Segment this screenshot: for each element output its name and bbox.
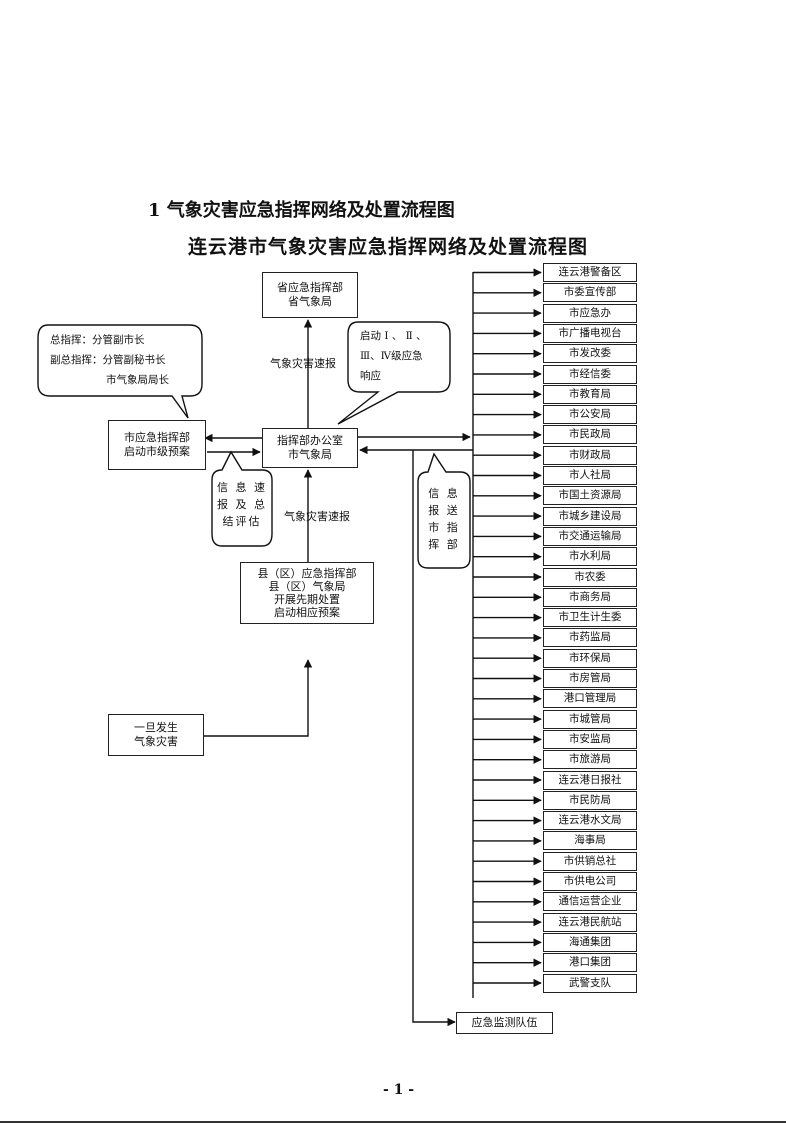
response-line1: 启动 Ⅰ 、 Ⅱ 、 — [360, 330, 427, 342]
disaster-box: 一旦发生 气象灾害 — [108, 714, 204, 756]
county-hq-box: 县（区）应急指挥部 县（区）气象局 开展先期处置 启动相应预案 — [240, 562, 374, 624]
response-line2: Ⅲ、Ⅳ级应急 — [360, 350, 423, 362]
department-box: 市交通运输局 — [543, 526, 637, 546]
department-box: 市国土资源局 — [543, 486, 637, 506]
info-send-line2: 报 送 — [428, 504, 460, 517]
disaster-line2: 气象灾害 — [134, 735, 178, 748]
county-hq-line1: 县（区）应急指挥部 — [257, 567, 357, 580]
county-hq-line2: 县（区）气象局 — [268, 580, 346, 593]
city-hq-box: 市应急指挥部 启动市级预案 — [108, 420, 206, 470]
department-box: 市公安局 — [543, 405, 637, 425]
info-eval-line1: 信 息 速 — [217, 481, 267, 494]
department-box: 连云港日报社 — [543, 770, 637, 790]
department-box: 市广播电视台 — [543, 323, 637, 343]
info-send-line4: 挥 部 — [428, 538, 460, 551]
department-box: 市民政局 — [543, 425, 637, 445]
department-box: 市房管局 — [543, 669, 637, 688]
county-hq-line3: 开展先期处置 — [274, 593, 340, 606]
info-send-callout-shape — [417, 452, 471, 569]
department-box: 市发改委 — [543, 344, 637, 364]
response-callout-shape — [337, 321, 451, 425]
department-box: 市供电公司 — [543, 872, 637, 891]
fast-report-up-label: 气象灾害速报 — [270, 357, 336, 370]
info-eval-line2: 报 及 总 — [217, 498, 267, 511]
info-send-line3: 市 指 — [428, 521, 460, 534]
department-box: 市供销总社 — [543, 851, 637, 871]
department-box: 市应急办 — [543, 303, 637, 323]
province-hq-line2: 省气象局 — [288, 295, 332, 308]
county-hq-line4: 启动相应预案 — [274, 606, 340, 619]
department-box: 连云港水文局 — [543, 811, 637, 831]
department-box: 市委宣传部 — [543, 283, 637, 303]
province-hq-box: 省应急指挥部 省气象局 — [262, 272, 358, 318]
department-box: 市水利局 — [543, 547, 637, 567]
info-send-line1: 信 息 — [428, 487, 460, 500]
disaster-line1: 一旦发生 — [134, 721, 178, 734]
monitoring-team-box: 应急监测队伍 — [456, 1012, 553, 1034]
fast-report-county-label: 气象灾害速报 — [284, 510, 350, 523]
department-box: 市农委 — [543, 567, 637, 587]
hq-office-line1: 指挥部办公室 — [277, 434, 343, 447]
department-box: 市人社局 — [543, 466, 637, 485]
monitoring-team-label: 应急监测队伍 — [471, 1016, 538, 1029]
department-box: 市民防局 — [543, 790, 637, 810]
commander-line: 总指挥：分管副市长 — [50, 334, 145, 346]
department-box: 海事局 — [543, 831, 637, 851]
department-box: 连云港民航站 — [543, 912, 637, 932]
deputy-commander-line2: 市气象局局长 — [106, 374, 169, 386]
info-eval-callout-shape — [211, 450, 273, 547]
department-box: 海通集团 — [543, 932, 637, 952]
city-hq-line2: 启动市级预案 — [124, 445, 190, 458]
department-box: 港口集团 — [543, 953, 637, 973]
department-box: 武警支队 — [543, 973, 637, 993]
department-box: 市商务局 — [543, 587, 637, 607]
city-hq-line1: 市应急指挥部 — [124, 431, 190, 444]
hq-office-box: 指挥部办公室 市气象局 — [262, 428, 358, 468]
department-box: 市城乡建设局 — [543, 506, 637, 526]
province-hq-line1: 省应急指挥部 — [277, 281, 343, 294]
deputy-commander-line: 副总指挥：分管副秘书长 — [50, 354, 166, 366]
department-box: 市安监局 — [543, 729, 637, 749]
department-box: 市环保局 — [543, 648, 637, 668]
info-eval-line3: 结评估 — [222, 515, 262, 528]
commanders-callout-shape — [37, 324, 203, 419]
section-title: 1 气象灾害应急指挥网络及处置流程图 — [148, 200, 455, 221]
department-box: 市药监局 — [543, 628, 637, 648]
department-box: 连云港警备区 — [543, 263, 637, 282]
department-box: 市城管局 — [543, 709, 637, 729]
department-box: 市财政局 — [543, 445, 637, 465]
page-number: - 1 - — [383, 1082, 415, 1098]
department-box: 市卫生计生委 — [543, 608, 637, 628]
diagram-title: 连云港市气象灾害应急指挥网络及处置流程图 — [188, 236, 589, 258]
department-box: 市旅游局 — [543, 750, 637, 770]
response-line3: 响应 — [360, 370, 381, 382]
department-box: 通信运营企业 — [543, 892, 637, 912]
department-box: 港口管理局 — [543, 689, 637, 709]
department-box: 市教育局 — [543, 384, 637, 404]
department-box: 市经信委 — [543, 364, 637, 384]
bottom-rule — [0, 1121, 786, 1123]
hq-office-line2: 市气象局 — [288, 448, 332, 461]
